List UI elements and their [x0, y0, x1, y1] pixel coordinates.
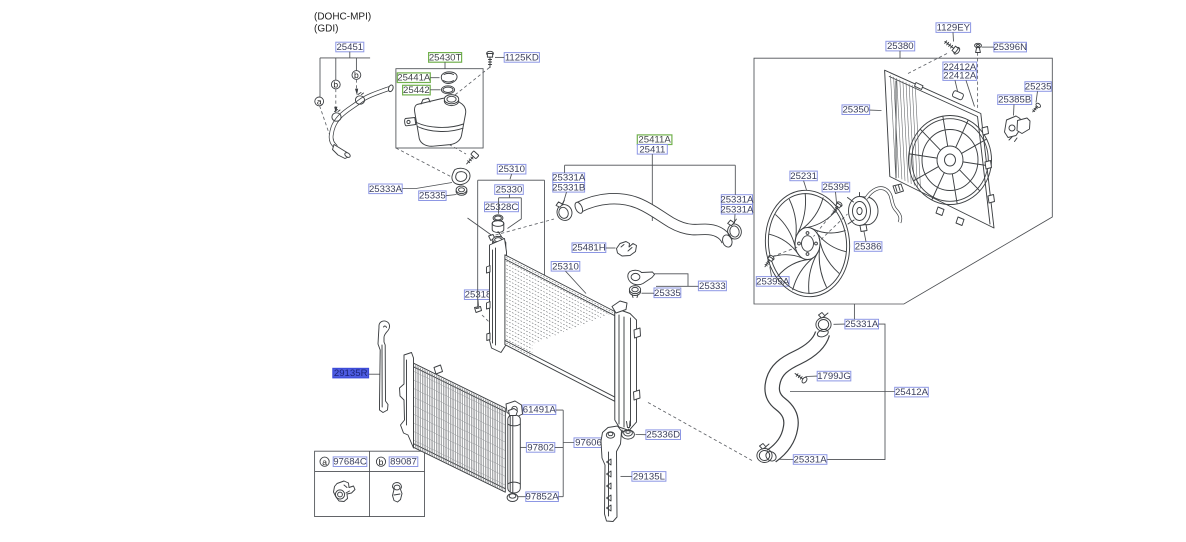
svg-text:a: a — [322, 457, 327, 467]
svg-text:61491A: 61491A — [523, 405, 557, 416]
svg-text:25331B: 25331B — [552, 182, 585, 193]
svg-text:25331A: 25331A — [720, 195, 754, 206]
svg-text:1799JG: 1799JG — [817, 371, 851, 382]
svg-text:22412A: 22412A — [943, 71, 977, 82]
svg-text:25231: 25231 — [790, 171, 817, 182]
svg-text:25386: 25386 — [855, 242, 882, 253]
svg-text:25481H: 25481H — [572, 243, 606, 254]
svg-text:25335: 25335 — [654, 288, 681, 299]
svg-text:25333: 25333 — [699, 281, 726, 292]
svg-text:(GDI): (GDI) — [314, 24, 338, 35]
svg-text:22412A: 22412A — [943, 62, 977, 73]
svg-text:25328C: 25328C — [485, 202, 519, 213]
svg-text:25336D: 25336D — [646, 430, 680, 441]
svg-text:25331A: 25331A — [552, 173, 586, 184]
svg-text:25385B: 25385B — [998, 95, 1031, 106]
svg-text:25441A: 25441A — [397, 73, 431, 84]
svg-text:25310: 25310 — [498, 164, 525, 175]
svg-text:25331A: 25331A — [720, 204, 754, 215]
svg-text:25331A: 25331A — [845, 319, 879, 330]
svg-text:a: a — [317, 97, 322, 107]
svg-text:b: b — [354, 70, 359, 80]
svg-text:25235: 25235 — [1025, 82, 1052, 93]
svg-text:1129EY: 1129EY — [937, 23, 971, 34]
svg-text:25350: 25350 — [842, 105, 869, 116]
svg-text:97852A: 97852A — [526, 492, 560, 503]
svg-text:25335: 25335 — [419, 191, 446, 202]
svg-text:97606: 97606 — [575, 438, 602, 449]
svg-text:97684C: 97684C — [333, 457, 367, 468]
svg-text:25333A: 25333A — [369, 184, 403, 195]
svg-text:1125KD: 1125KD — [505, 52, 539, 63]
svg-text:(DOHC-MPI): (DOHC-MPI) — [314, 12, 371, 23]
svg-text:29135R: 29135R — [334, 368, 368, 379]
svg-text:25395A: 25395A — [756, 276, 790, 287]
svg-text:25451: 25451 — [336, 42, 363, 53]
svg-text:25430T: 25430T — [429, 52, 462, 63]
svg-text:b: b — [379, 457, 384, 467]
svg-text:25380: 25380 — [887, 41, 914, 52]
svg-text:97802: 97802 — [527, 442, 554, 453]
svg-text:29135L: 29135L — [633, 471, 666, 482]
svg-text:25411A: 25411A — [638, 135, 671, 146]
svg-text:89087: 89087 — [390, 457, 417, 468]
svg-text:25331A: 25331A — [794, 455, 828, 466]
svg-text:25395: 25395 — [823, 182, 850, 193]
svg-text:b: b — [333, 80, 338, 90]
svg-text:25330: 25330 — [496, 185, 523, 196]
svg-text:25411: 25411 — [639, 144, 665, 155]
svg-text:25396N: 25396N — [993, 42, 1027, 53]
svg-text:25442: 25442 — [403, 85, 430, 96]
svg-text:25412A: 25412A — [895, 387, 929, 398]
svg-text:25310: 25310 — [552, 261, 579, 272]
